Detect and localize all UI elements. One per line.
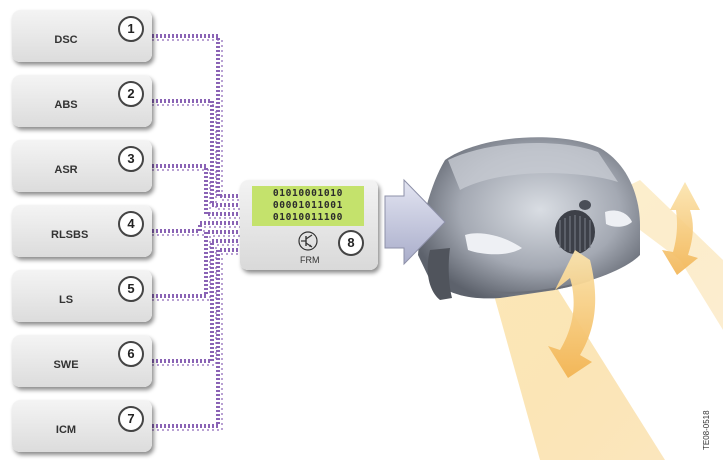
bus-line (152, 253, 240, 431)
output-arrow (384, 178, 446, 266)
module-number-badge: 7 (118, 406, 144, 432)
module-number-badge: 4 (118, 211, 144, 237)
module-1: DSC 1 (12, 10, 152, 62)
bus-line (152, 99, 240, 207)
code-line: 01010011100 (272, 212, 344, 223)
bus-line (152, 239, 240, 363)
bus-line (152, 244, 240, 366)
module-label: SWE (53, 359, 79, 371)
curved-arrow-left (548, 250, 596, 378)
module-label: RLSBS (51, 229, 89, 241)
module-4: RLSBS 4 (12, 205, 152, 257)
transistor-icon (298, 231, 318, 251)
bus-line (152, 169, 240, 219)
bus-line (152, 235, 240, 301)
bus-line (152, 104, 240, 210)
module-label: DSC (54, 34, 78, 46)
module-number-badge: 3 (118, 146, 144, 172)
module-label: ICM (55, 424, 77, 436)
module-5: LS 5 (12, 270, 152, 322)
module-number-badge: 5 (118, 276, 144, 302)
car-image (418, 137, 640, 300)
module-2: ABS 2 (12, 75, 152, 127)
bus-line (152, 248, 240, 428)
module-label: LS (58, 294, 74, 306)
module-3: ASR 3 (12, 140, 152, 192)
module-number-badge: 6 (118, 341, 144, 367)
bus-line (152, 39, 240, 201)
module-7: ICM 7 (12, 400, 152, 452)
bus-line (152, 221, 240, 233)
figure-id: TE08-0518 (702, 410, 711, 450)
frm-module: 01010001010 00001011001 01010011100 8 FR… (240, 180, 378, 270)
code-line: 00001011001 (272, 200, 344, 211)
bus-line (152, 34, 240, 198)
module-number-badge: 2 (118, 81, 144, 107)
bus-line (152, 164, 240, 216)
bus-line (152, 230, 240, 298)
bus-line (152, 226, 240, 236)
curved-arrow-right (662, 182, 700, 275)
code-line: 01010001010 (272, 188, 344, 199)
module-number-badge: 1 (118, 16, 144, 42)
module-6: SWE 6 (12, 335, 152, 387)
frm-label: FRM (300, 255, 320, 265)
module-label: ASR (54, 164, 78, 176)
module-label: ABS (54, 99, 78, 111)
frm-number-badge: 8 (338, 230, 364, 256)
signal-bus-lines (152, 34, 240, 431)
frm-code-display: 01010001010 00001011001 01010011100 (252, 186, 364, 226)
